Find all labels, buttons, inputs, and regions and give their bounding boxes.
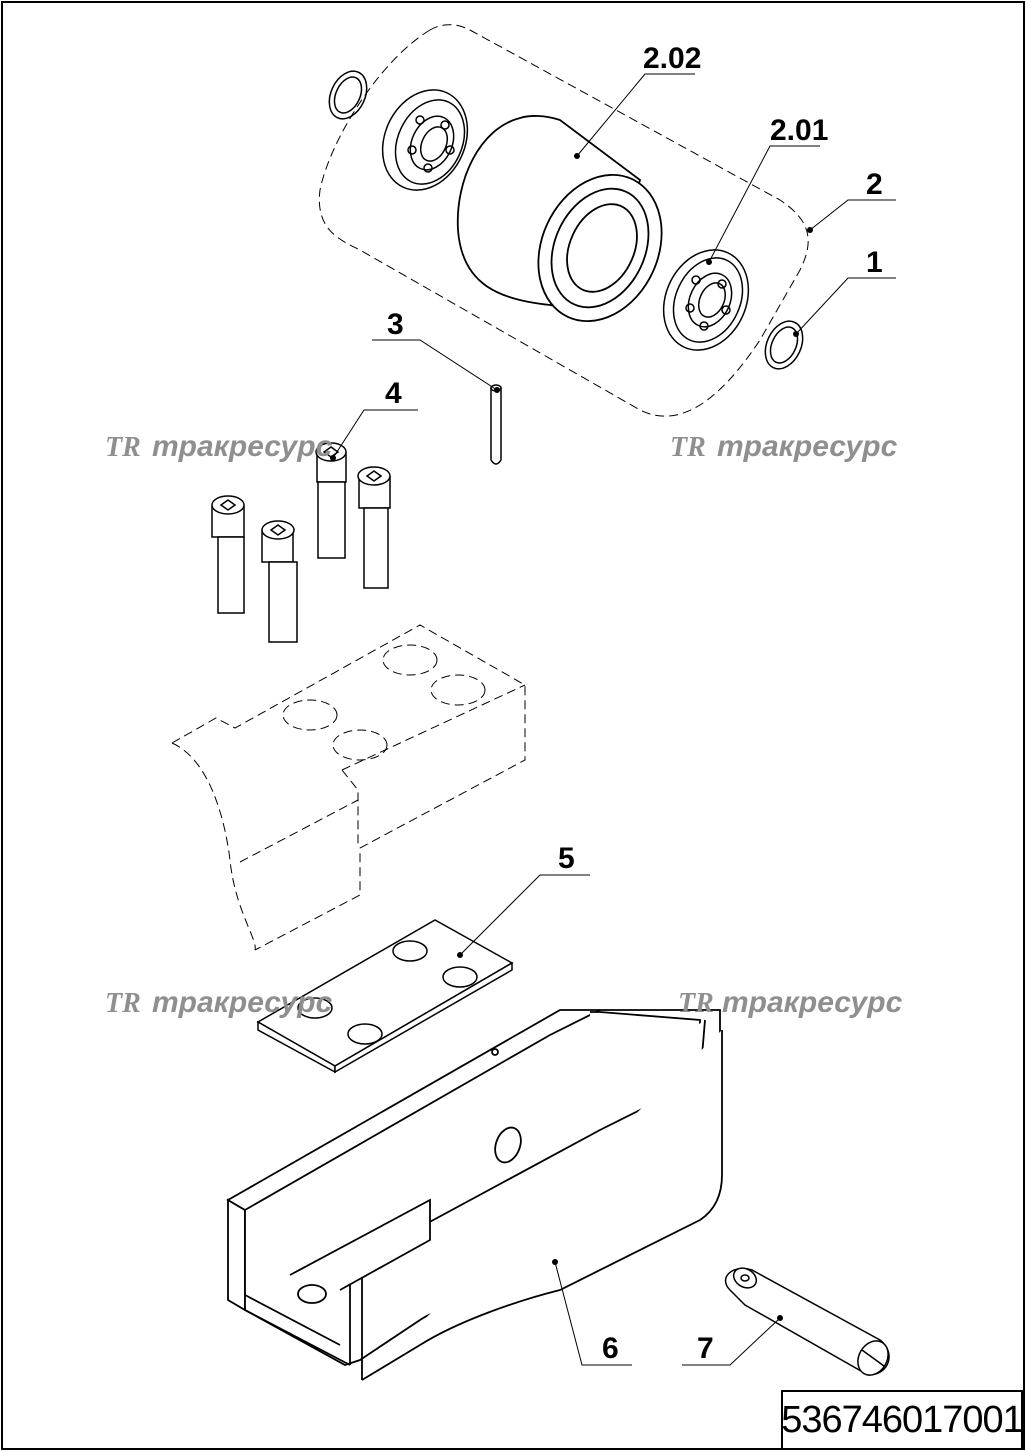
snap-ring-left bbox=[328, 70, 368, 120]
shim-plate bbox=[256, 919, 514, 1074]
bearing-right bbox=[662, 249, 750, 351]
cap-screw-1 bbox=[315, 442, 347, 559]
cap-screw-2 bbox=[357, 466, 391, 589]
watermark-logo: TR bbox=[105, 432, 141, 463]
callout-1: 1 bbox=[866, 246, 883, 279]
cap-screw-3 bbox=[211, 495, 245, 614]
watermark-logo: TR bbox=[105, 988, 141, 1019]
watermark-bottom-left: TR тракресурс bbox=[105, 986, 333, 1019]
cap-screws bbox=[211, 442, 391, 643]
callout-2-01: 2.01 bbox=[770, 114, 828, 147]
document-number: 536746017001 bbox=[781, 1390, 1024, 1450]
callout-3: 3 bbox=[387, 308, 404, 341]
leader-dots bbox=[330, 153, 813, 1321]
watermark-text: тракресурс bbox=[152, 430, 333, 463]
callout-2: 2 bbox=[866, 168, 883, 201]
callout-6: 6 bbox=[602, 1332, 619, 1365]
roller-cylinder bbox=[456, 115, 663, 323]
cap-screw-4 bbox=[261, 520, 298, 643]
part-2-dashed-outline bbox=[318, 24, 809, 417]
bearing-left bbox=[381, 89, 469, 191]
watermark-text: тракресурс bbox=[722, 986, 903, 1019]
watermark-bottom-right: TR тракресурс bbox=[678, 986, 903, 1019]
watermark-top-left: TR тракресурс bbox=[105, 430, 333, 463]
callout-5: 5 bbox=[558, 842, 575, 875]
leader-lines bbox=[332, 73, 896, 1366]
clevis-pin bbox=[724, 1267, 890, 1376]
callout-4: 4 bbox=[385, 377, 402, 410]
mounting-block-phantom bbox=[171, 624, 526, 951]
callout-7: 7 bbox=[697, 1332, 714, 1365]
watermark-logo: TR bbox=[678, 988, 714, 1019]
watermark-text: тракресурс bbox=[152, 986, 333, 1019]
watermark-logo: TR bbox=[670, 432, 706, 463]
spring-pin bbox=[490, 384, 502, 465]
bracket bbox=[226, 1009, 723, 1381]
watermark-text: тракресурс bbox=[717, 430, 898, 463]
watermark-top-right: TR тракресурс bbox=[670, 430, 898, 463]
snap-ring-right bbox=[764, 320, 804, 370]
callout-2-02: 2.02 bbox=[643, 42, 701, 75]
